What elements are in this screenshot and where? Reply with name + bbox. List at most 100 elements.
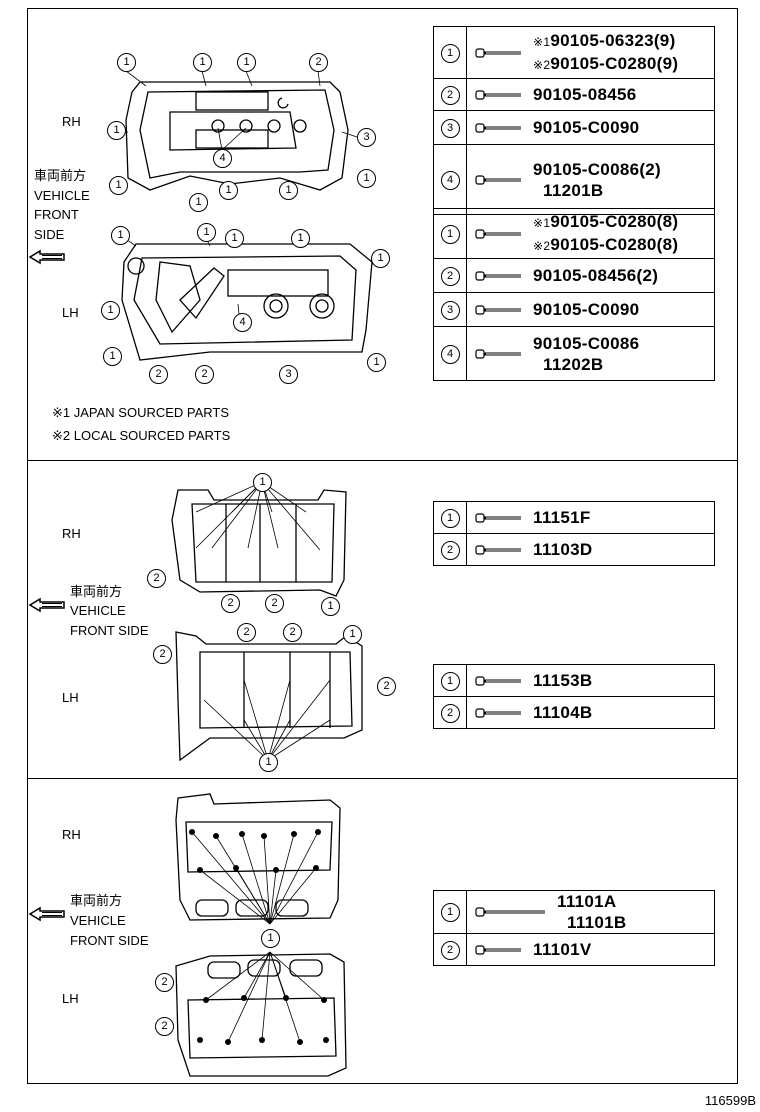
- rh-label: RH: [62, 526, 81, 541]
- bolt-icon: [475, 122, 521, 133]
- parts-row: 1※190105-06323(9)※290105-C0280(9): [433, 26, 715, 79]
- item-number-cell: 1: [433, 501, 467, 534]
- part-number: 11101A: [557, 891, 626, 912]
- item-number-cell: 3: [433, 110, 467, 145]
- note-japan: ※1 JAPAN SOURCED PARTS: [52, 405, 230, 420]
- callout-number: 2: [147, 569, 166, 588]
- callout-number: 2: [149, 365, 168, 384]
- item-number: 4: [440, 170, 460, 190]
- part-number: 90105-C0086(2): [533, 159, 661, 180]
- part-number-cell: 11101V: [466, 933, 715, 966]
- bolt-icon: [475, 675, 521, 686]
- part-number-text: 90105-06323(9): [550, 30, 676, 50]
- item-number-cell: 3: [433, 292, 467, 327]
- lh-label: LH: [62, 991, 79, 1006]
- part-number: 11202B: [533, 354, 639, 375]
- front-label-side: SIDE: [34, 227, 65, 242]
- callout-number: 1: [197, 223, 216, 242]
- callout-number: 2: [153, 645, 172, 664]
- parts-row: 2 11104B: [433, 696, 715, 729]
- part-number: 11101B: [557, 912, 626, 933]
- callout-number: 2: [265, 594, 284, 613]
- front-label-vehicle: VEHICLE: [70, 913, 126, 928]
- callout-number: 1: [261, 929, 280, 948]
- item-number: 4: [440, 344, 460, 364]
- parts-row: 4 90105-C0086(2)11201B: [433, 144, 715, 215]
- callout-number: 1: [189, 193, 208, 212]
- part-number: 90105-08456: [533, 84, 637, 105]
- callout-number: 1: [107, 121, 126, 140]
- item-number: 1: [440, 43, 460, 63]
- front-label-jp: 車両前方: [70, 584, 123, 599]
- item-number: 1: [440, 508, 460, 528]
- item-number-cell: 1: [433, 208, 467, 259]
- part-number-text: 11201B: [543, 180, 604, 200]
- item-number: 1: [440, 671, 460, 691]
- item-number-cell: 2: [433, 696, 467, 729]
- part-number: 11151F: [533, 507, 591, 528]
- part-number-cell: 90105-C0090: [466, 292, 715, 327]
- callout-number: 1: [371, 249, 390, 268]
- item-number: 2: [440, 85, 460, 105]
- callout-number: 1: [219, 181, 238, 200]
- callout-number: 1: [117, 53, 136, 72]
- part-number-text: 11103D: [533, 540, 593, 559]
- bolt-icon: [475, 228, 521, 239]
- callout-number: 1: [343, 625, 362, 644]
- callout-number: 3: [279, 365, 298, 384]
- bolt-icon: [475, 304, 521, 315]
- callout-number: 1: [109, 176, 128, 195]
- callout-number: 1: [193, 53, 212, 72]
- bolt-icon: [475, 47, 521, 58]
- part-number-text: 11101V: [533, 940, 592, 959]
- callout-number: 2: [283, 623, 302, 642]
- parts-row: 1 11151F: [433, 501, 715, 534]
- rh-label: RH: [62, 114, 81, 129]
- callout-number: 2: [195, 365, 214, 384]
- parts-row: 3 90105-C0090: [433, 110, 715, 145]
- item-number-cell: 4: [433, 326, 467, 381]
- callout-number: 1: [291, 229, 310, 248]
- callout-number: 1: [259, 753, 278, 772]
- callout-number: 1: [279, 181, 298, 200]
- part-number-text: 11151F: [533, 508, 591, 527]
- bolt-icon: [475, 512, 521, 523]
- part-number-text: 90105-08456: [533, 85, 637, 104]
- part-number: 11104B: [533, 702, 592, 723]
- source-mark: ※1: [533, 34, 551, 49]
- item-number-cell: 1: [433, 890, 467, 934]
- bolt-icon: [475, 270, 521, 281]
- part-number: 11101V: [533, 939, 592, 960]
- part-number-text: 90105-C0090: [533, 118, 640, 137]
- callout-number: 2: [221, 594, 240, 613]
- part-number-text: 90105-C0086: [533, 333, 640, 353]
- part-number-text: 90105-C0086(2): [533, 159, 662, 179]
- part-number-cell: 90105-08456: [466, 78, 715, 111]
- item-number: 2: [440, 266, 460, 286]
- item-number: 3: [440, 118, 460, 138]
- part-number: 90105-C0090: [533, 117, 639, 138]
- callout-number: 2: [377, 677, 396, 696]
- lh-label: LH: [62, 690, 79, 705]
- bolt-icon: [475, 907, 545, 917]
- part-number-text: 90105-C0280(8): [550, 211, 679, 231]
- front-label-vehicle: VEHICLE: [70, 603, 126, 618]
- section-divider: [27, 778, 738, 779]
- part-number-cell: 90105-C0086(2)11201B: [466, 144, 715, 215]
- bolt-icon: [475, 348, 521, 359]
- callout-number: 1: [111, 226, 130, 245]
- source-mark: ※1: [533, 215, 551, 230]
- callout-number: 4: [233, 313, 252, 332]
- front-label-front: FRONT: [34, 207, 79, 222]
- parts-row: 2 90105-08456: [433, 78, 715, 111]
- callout-number: 2: [155, 1017, 174, 1036]
- part-number: ※190105-06323(9): [533, 30, 678, 53]
